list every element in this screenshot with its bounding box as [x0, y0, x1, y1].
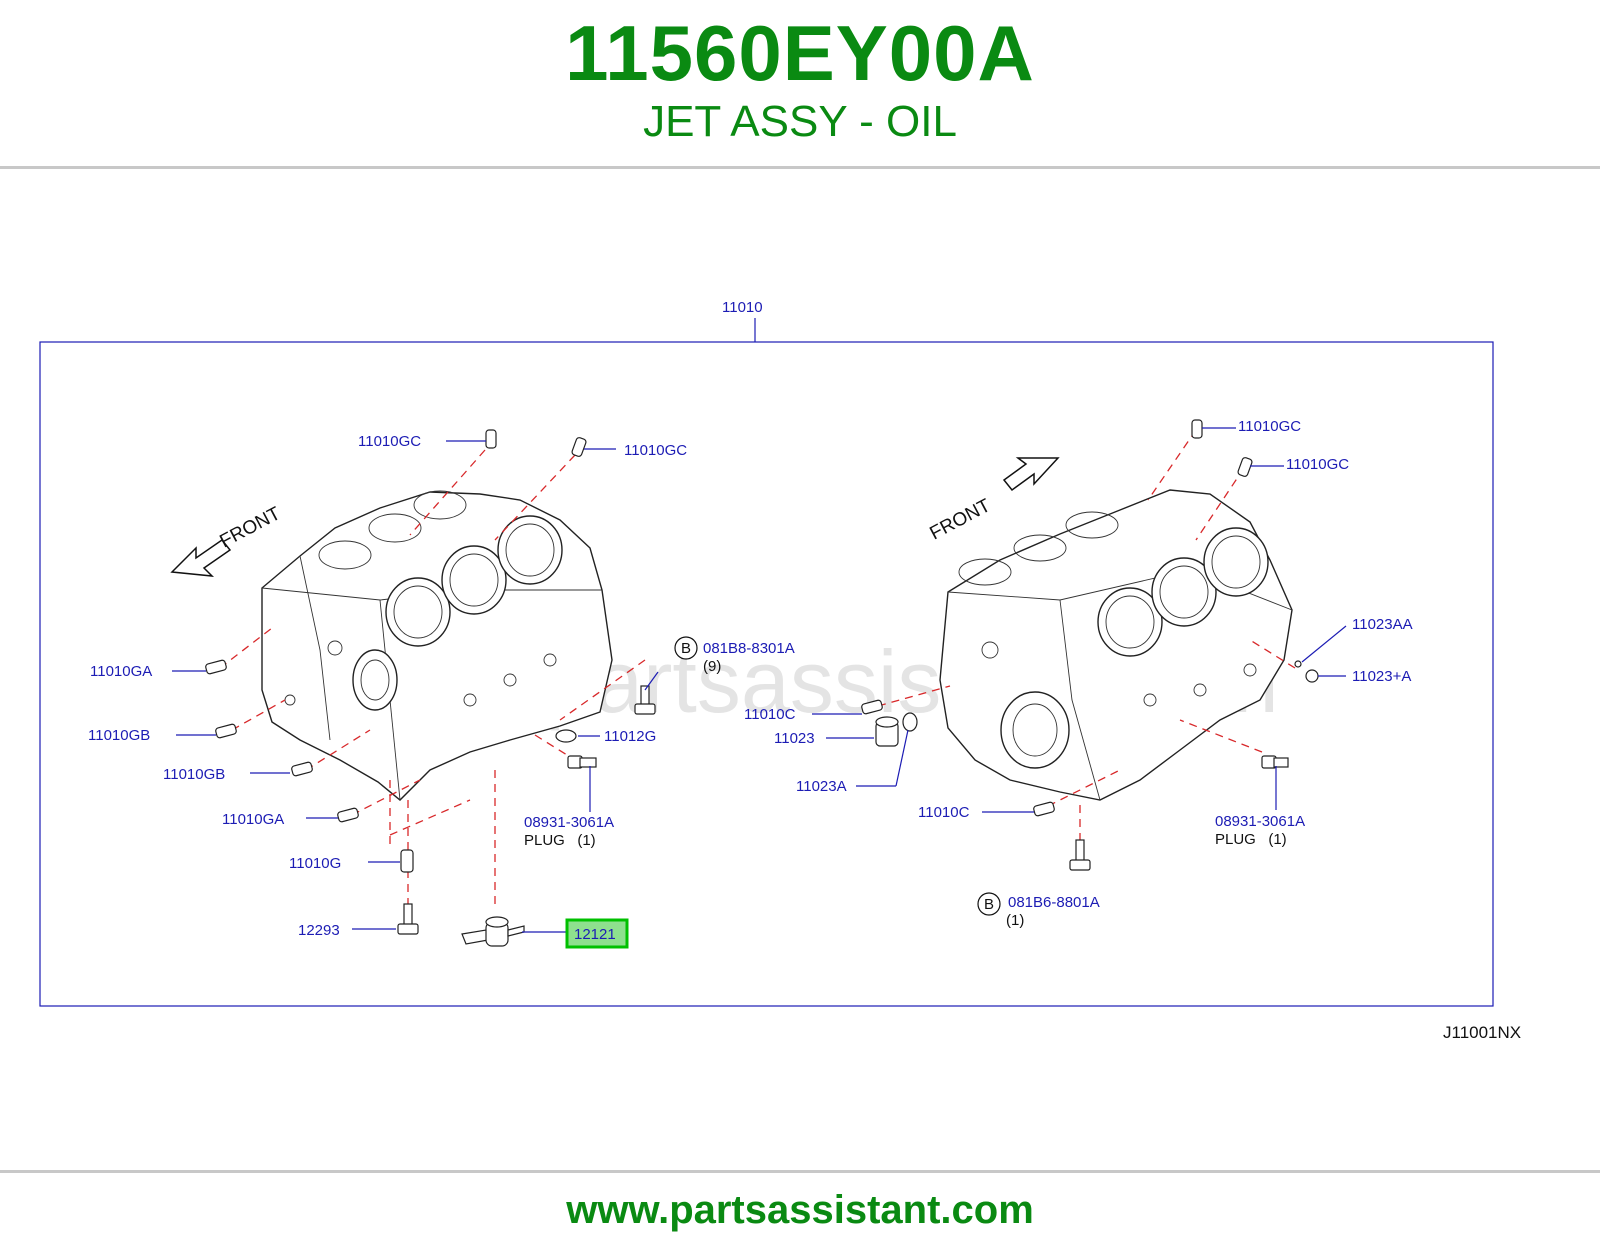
- bolt-081b8-8301a: [634, 685, 656, 715]
- cap-11023: [875, 716, 899, 747]
- callout-11010gb-left-1[interactable]: 11010GB: [88, 727, 150, 744]
- plug-08931-3061a-right: [1261, 755, 1289, 769]
- dowel-11010c-right-1: [861, 699, 883, 715]
- dowel-11010gc-right-1: [1191, 419, 1203, 439]
- plug-11023-a: [1305, 669, 1319, 683]
- callout-11010ga-left-1[interactable]: 11010GA: [90, 663, 152, 680]
- front-label-right: FRONT: [926, 495, 994, 544]
- callout-11023[interactable]: 11023: [774, 730, 815, 747]
- callout-11010gb-left-2[interactable]: 11010GB: [163, 766, 225, 783]
- badge-b-right-letter: B: [984, 896, 994, 913]
- assembly-frame: [39, 341, 1494, 1007]
- dowel-11010gb-left-1: [215, 723, 237, 739]
- callout-11023aa[interactable]: 11023AA: [1352, 616, 1413, 633]
- dowel-11010ga-left-1: [205, 659, 227, 675]
- front-label-left: FRONT: [216, 503, 284, 552]
- page-header: 11560EY00A JET ASSY - OIL: [0, 0, 1600, 168]
- plug-qty-left: PLUG (1): [524, 832, 596, 849]
- washer-11023a: [902, 712, 918, 732]
- plug-qty-right: PLUG (1): [1215, 831, 1287, 848]
- parts-diagram: www.partsassistant.com 11010 FRONT: [39, 299, 1521, 1042]
- callout-11010gc-right-2[interactable]: 11010GC: [1286, 456, 1349, 473]
- part-name-subtitle: JET ASSY - OIL: [643, 97, 957, 146]
- washer-11023aa: [1294, 660, 1302, 668]
- callout-11010ga-left-2[interactable]: 11010GA: [222, 811, 284, 828]
- header-divider: [0, 166, 1600, 169]
- callout-081b6-8801a[interactable]: 081B6-8801A: [1008, 894, 1100, 911]
- dowel-11010c-right-2: [1033, 801, 1055, 817]
- callout-11010gc-right-1[interactable]: 11010GC: [1238, 418, 1301, 435]
- callout-11012g[interactable]: 11012G: [604, 728, 656, 745]
- callout-11010c-right-2[interactable]: 11010C: [918, 804, 970, 821]
- callout-11010c-right-1[interactable]: 11010C: [744, 706, 796, 723]
- part-number-title: 11560EY00A: [565, 9, 1035, 97]
- badge-b-left-letter: B: [681, 640, 691, 657]
- dowel-11010gb-left-2: [291, 761, 313, 777]
- callout-11010gc-left-1[interactable]: 11010GC: [358, 433, 421, 450]
- qty-081b8-8301a: (9): [703, 658, 721, 675]
- right-engine-block: [939, 489, 1293, 801]
- footer-website-link[interactable]: www.partsassistant.com: [566, 1188, 1034, 1232]
- badge-b-right: [977, 892, 1001, 916]
- plug-08931-3061a-left: [567, 755, 597, 769]
- o-ring-11012g: [555, 729, 577, 743]
- callout-11010gc-left-2[interactable]: 11010GC: [624, 442, 687, 459]
- callout-08931-3061a-right[interactable]: 08931-3061A: [1215, 813, 1305, 830]
- callout-11010g[interactable]: 11010G: [289, 855, 341, 872]
- dowel-11010gc-left-2: [571, 437, 587, 457]
- callout-11023-plus-a[interactable]: 11023+A: [1352, 668, 1411, 685]
- qty-081b6-8801a: (1): [1006, 912, 1024, 929]
- callout-12121-highlighted[interactable]: 12121: [574, 926, 616, 943]
- callout-12293[interactable]: 12293: [298, 922, 340, 939]
- dowel-11010ga-left-2: [337, 807, 359, 823]
- front-arrow-left: FRONT: [170, 503, 284, 577]
- callout-08931-3061a-left[interactable]: 08931-3061A: [524, 814, 614, 831]
- front-arrow-right: FRONT: [926, 457, 1060, 544]
- dowel-11010g: [400, 849, 414, 873]
- badge-b-left: [674, 636, 698, 660]
- bolt-12293: [397, 903, 419, 935]
- footer-divider: [0, 1170, 1600, 1173]
- diagram-reference-code: J11001NX: [1443, 1023, 1521, 1042]
- callout-081b8-8301a[interactable]: 081B8-8301A: [703, 640, 795, 657]
- callout-11023a[interactable]: 11023A: [796, 778, 847, 795]
- bolt-081b6-8801a: [1069, 839, 1091, 871]
- dowel-11010gc-left-1: [485, 429, 497, 449]
- frame-label: 11010: [722, 299, 763, 316]
- left-engine-block: [261, 490, 613, 801]
- dowel-11010gc-right-2: [1237, 457, 1253, 477]
- oil-jet-12121: [461, 916, 525, 947]
- highlight-box-12121[interactable]: [565, 918, 629, 949]
